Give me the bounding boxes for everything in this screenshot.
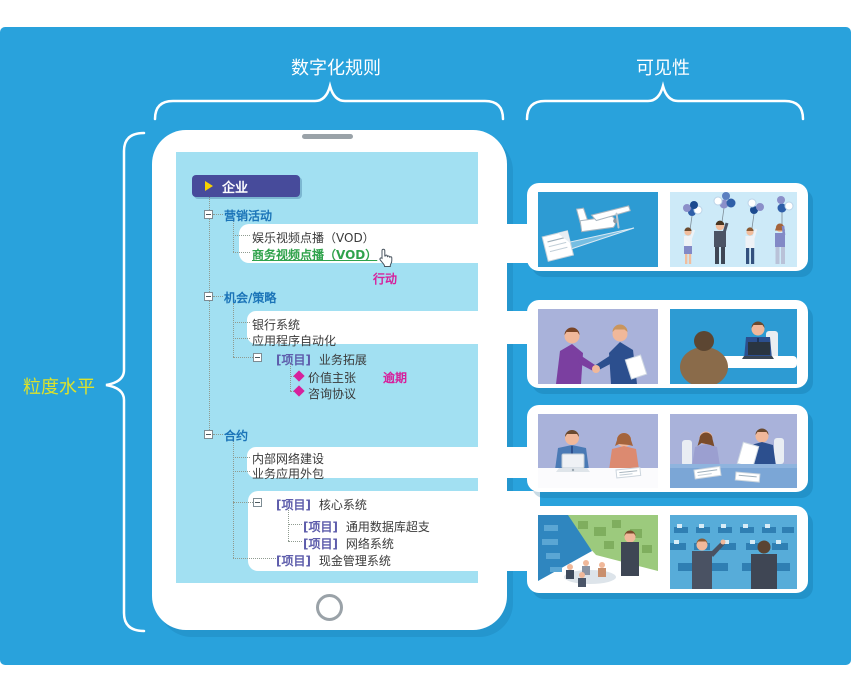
tree-connector — [233, 502, 253, 503]
project-tag: [项目] — [303, 520, 338, 534]
laptop-meeting-illustration — [538, 414, 658, 488]
collapse-icon[interactable] — [204, 292, 213, 301]
tree-project-database-overrun[interactable]: [项目] 通用数据库超支 — [303, 518, 430, 535]
tree-connector — [233, 235, 250, 236]
document-review-illustration — [670, 414, 797, 488]
project-tag: [项目] — [276, 498, 311, 512]
tree-item-entertainment-vod[interactable]: 娱乐视频点播（VOD） — [252, 231, 375, 245]
tree-branch-line — [290, 363, 291, 391]
handshake-illustration — [538, 309, 658, 384]
tree-item-outsourcing[interactable]: 业务应用外包 — [252, 467, 325, 481]
collapse-icon[interactable] — [253, 498, 262, 507]
project-label: 网络系统 — [345, 537, 394, 551]
collapse-icon[interactable] — [253, 353, 262, 362]
collapse-icon[interactable] — [204, 210, 213, 219]
tree-connector — [290, 376, 296, 377]
tree-item-business-vod[interactable]: 商务视频点播（VOD） — [252, 248, 378, 262]
visual-card-contract — [527, 405, 808, 492]
tree-project-network-system[interactable]: [项目] 网络系统 — [303, 535, 394, 552]
tree-section-contract[interactable]: 合约 — [224, 429, 249, 443]
tree-project-cash-management[interactable]: [项目] 现金管理系统 — [276, 552, 391, 569]
tablet-speaker — [302, 134, 353, 139]
tree-connector — [233, 471, 250, 472]
interview-desk-illustration — [670, 309, 797, 384]
people-with-balloons-illustration — [670, 192, 797, 267]
tree-project-business-expansion[interactable]: [项目] 业务拓展 — [276, 351, 367, 368]
visual-card-marketing — [527, 183, 808, 271]
overdue-badge: 逾期 — [383, 371, 408, 385]
project-tag: [项目] — [276, 353, 311, 367]
tree-root-label: 企业 — [222, 180, 249, 196]
project-label: 通用数据库超支 — [345, 520, 430, 534]
tree-connector — [288, 541, 302, 542]
office-floor-overview-illustration — [670, 515, 797, 589]
tree-connector — [233, 338, 250, 339]
tree-section-marketing[interactable]: 营销活动 — [224, 209, 273, 223]
tree-connector — [233, 457, 250, 458]
callout-band-projects — [248, 491, 540, 571]
tree-project-core-system[interactable]: [项目] 核心系统 — [276, 496, 367, 513]
tree-connector — [233, 322, 250, 323]
project-tag: [项目] — [276, 554, 311, 568]
city-office-collage-illustration — [538, 515, 658, 589]
project-label: 业务拓展 — [318, 353, 367, 367]
granularity-level-label: 粒度水平 — [23, 377, 95, 398]
tree-branch-line — [233, 220, 234, 252]
tree-section-opportunity-strategy[interactable]: 机会/策略 — [224, 291, 277, 305]
play-triangle-icon — [205, 181, 213, 191]
tree-trunk-line — [209, 197, 210, 430]
collapse-icon[interactable] — [204, 430, 213, 439]
tree-item-app-automation[interactable]: 应用程序自动化 — [252, 334, 337, 348]
visual-card-opportunity — [527, 300, 808, 388]
tree-connector — [288, 524, 302, 525]
tree-connector — [290, 391, 296, 392]
home-button[interactable] — [316, 594, 343, 621]
tree-item-internal-network[interactable]: 内部网络建设 — [252, 452, 325, 466]
hand-cursor-icon — [379, 248, 393, 267]
tree-milestone-value-proposition[interactable]: 价值主张 — [308, 371, 357, 385]
project-tag: [项目] — [303, 537, 338, 551]
tree-milestone-consulting-agreement[interactable]: 咨询协议 — [308, 387, 357, 401]
tree-connector — [213, 434, 223, 435]
callout-band-opportunity — [247, 311, 540, 344]
tree-branch-line — [233, 303, 234, 357]
action-caption: 行动 — [373, 272, 398, 286]
visibility-label: 可见性 — [636, 58, 690, 79]
tree-connector — [213, 296, 223, 297]
tree-connector — [233, 558, 276, 559]
digitization-rules-label: 数字化规则 — [291, 58, 381, 79]
tree-connector — [213, 214, 223, 215]
callout-band-contract — [247, 447, 540, 478]
tree-branch-line — [233, 441, 234, 558]
project-label: 核心系统 — [318, 498, 367, 512]
paper-plane-illustration — [538, 192, 658, 267]
tree-connector — [233, 357, 253, 358]
project-label: 现金管理系统 — [318, 554, 391, 568]
visual-card-projects — [527, 506, 808, 593]
tree-connector — [233, 252, 250, 253]
tree-root-enterprise[interactable]: 企业 — [192, 175, 300, 197]
tree-item-banking-system[interactable]: 银行系统 — [252, 318, 301, 332]
